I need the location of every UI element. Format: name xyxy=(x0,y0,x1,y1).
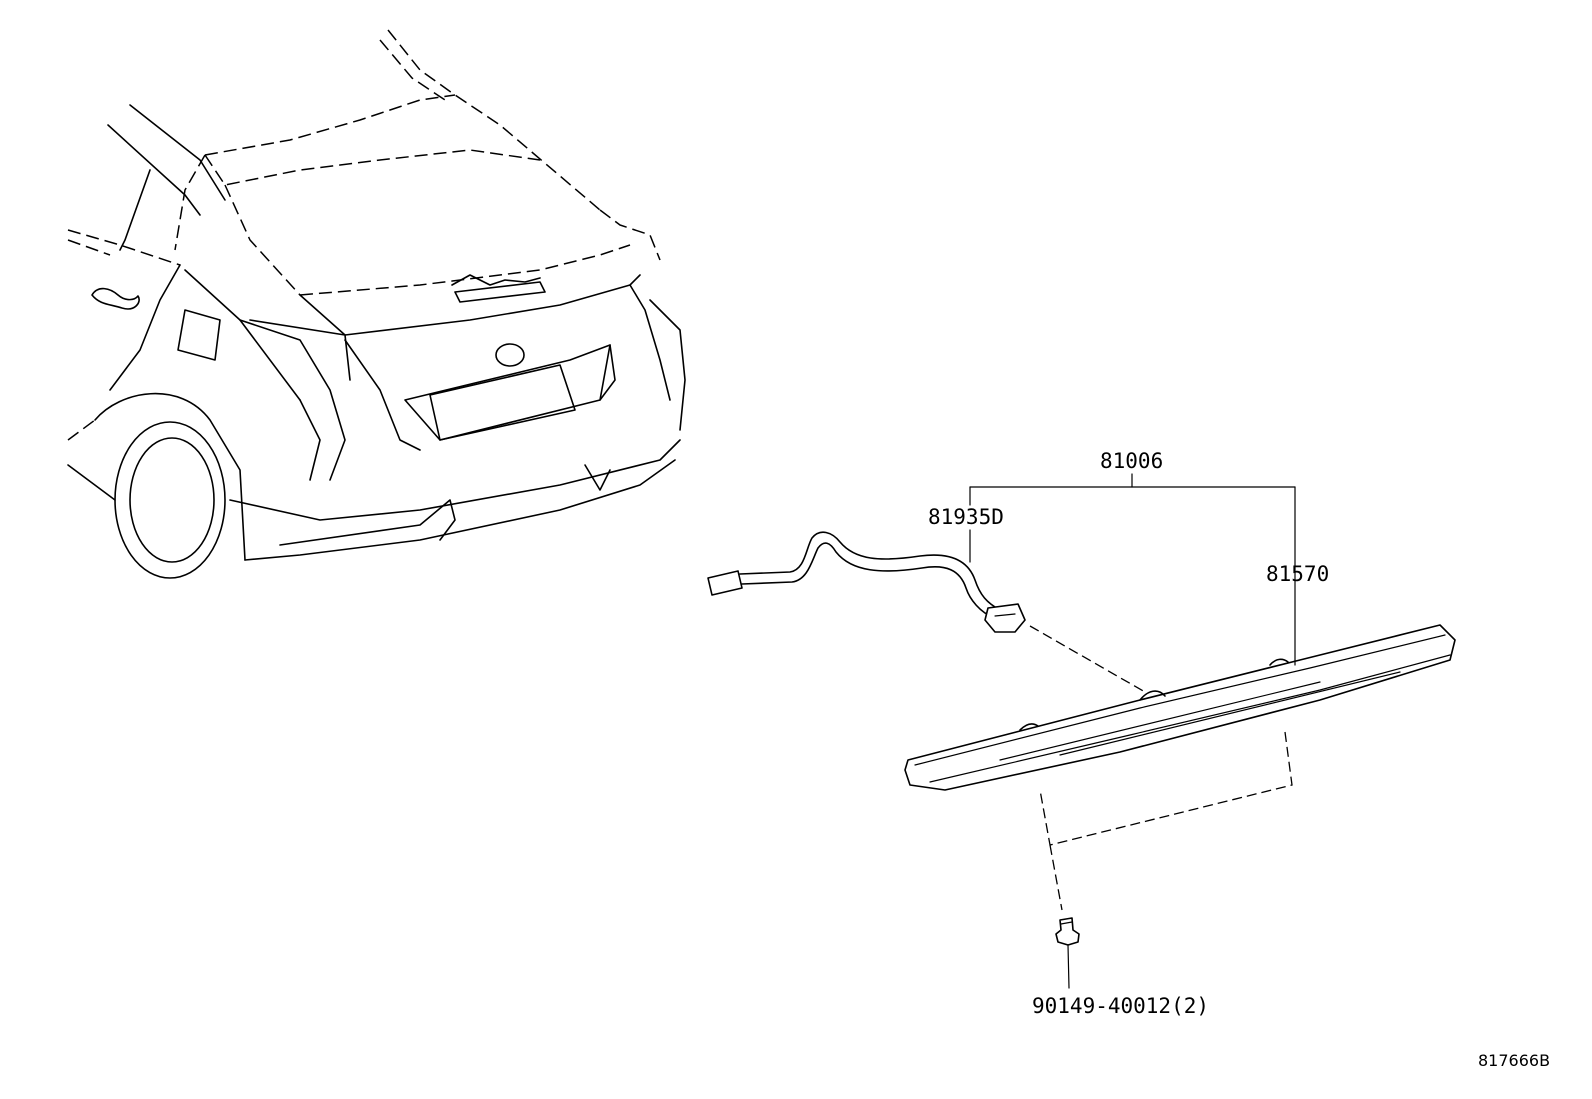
high-mount-stop-lamp xyxy=(904,624,1456,791)
screw-fastener xyxy=(1055,917,1080,989)
connector-guide-line xyxy=(1029,625,1146,693)
label-81935D: 81935D xyxy=(928,505,1004,529)
mounting-guide-lines xyxy=(1039,731,1293,846)
vehicle-rear-illustration xyxy=(67,29,686,579)
figure-id: 817666B xyxy=(1478,1051,1550,1070)
label-81006: 81006 xyxy=(1100,449,1163,473)
callout-lines xyxy=(969,473,1296,666)
screw-guide-line xyxy=(1049,844,1063,911)
label-90149-40012: 90149-40012(2) xyxy=(1032,994,1209,1018)
wire-harness xyxy=(707,531,1026,633)
label-81570: 81570 xyxy=(1266,562,1329,586)
